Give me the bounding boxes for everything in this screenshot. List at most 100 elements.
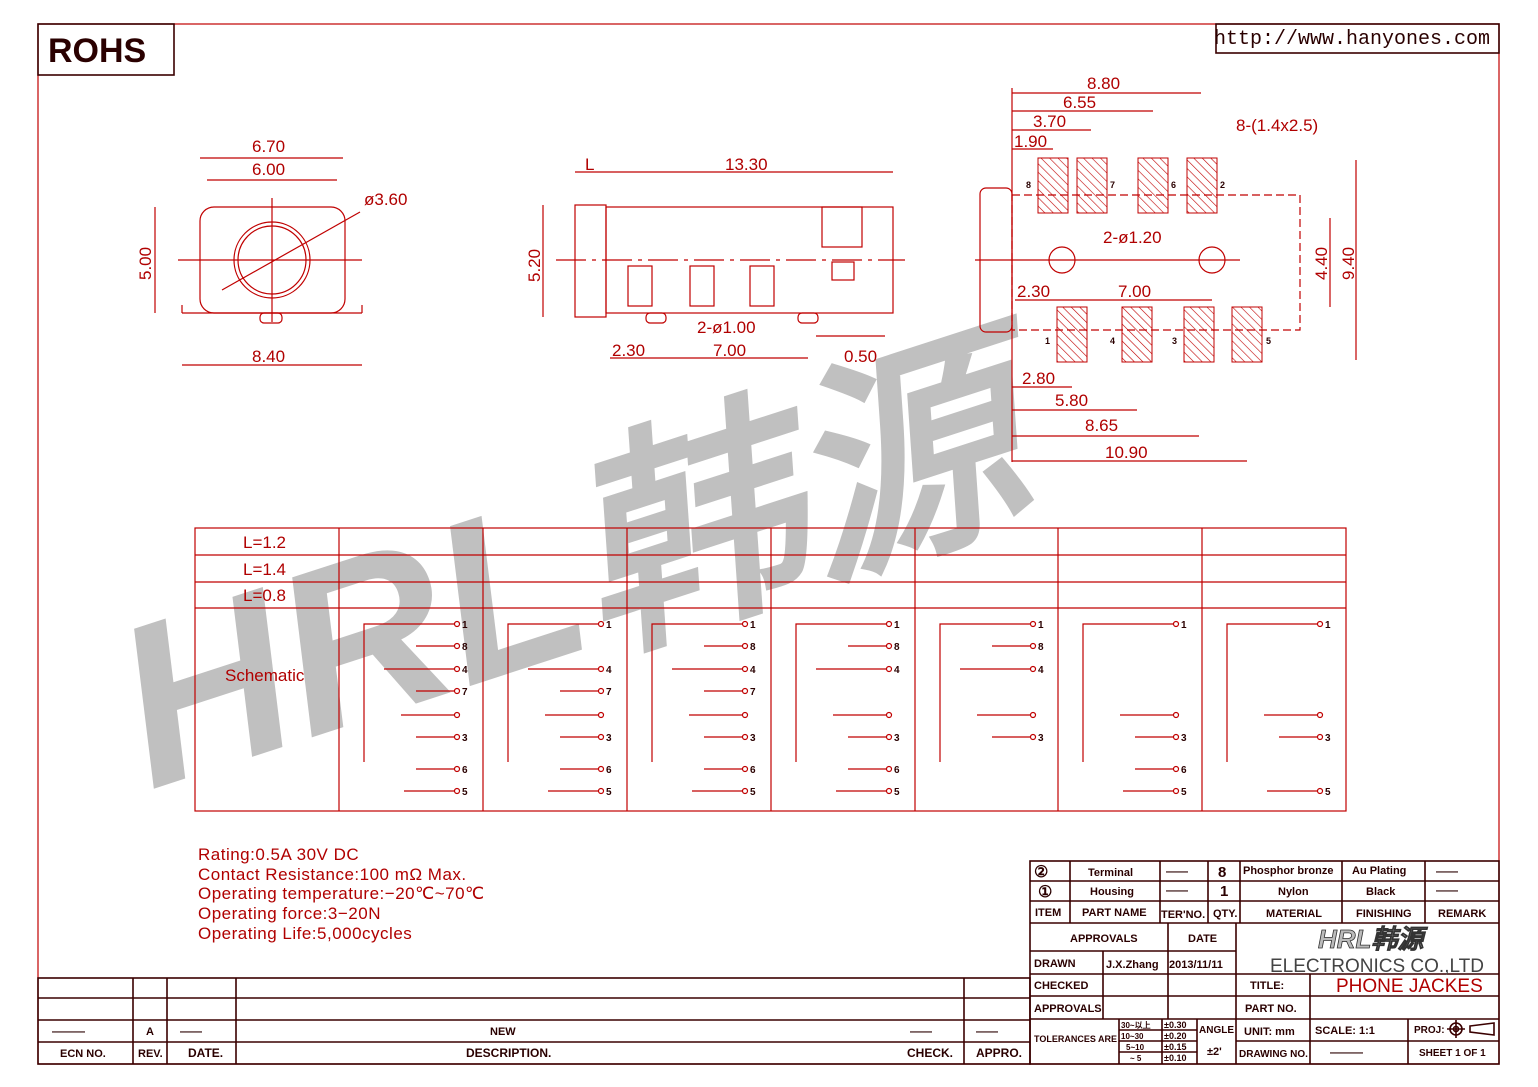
svg-text:Phosphor bronze: Phosphor bronze [1243, 865, 1333, 877]
smt-pad [1186, 157, 1218, 214]
svg-text:2013/11/11: 2013/11/11 [1169, 959, 1223, 971]
watermark-logo: HRL韩源 [86, 292, 1090, 837]
svg-text:2.30: 2.30 [612, 341, 645, 360]
pin-label: 4 [1038, 665, 1044, 676]
pin-label: 3 [750, 733, 756, 744]
svg-text:2-ø1.20: 2-ø1.20 [1103, 228, 1162, 247]
svg-text:2.30: 2.30 [1017, 282, 1050, 301]
svg-text:DATE.: DATE. [188, 1046, 223, 1060]
row-label: L=0.8 [243, 586, 286, 605]
svg-text:——: —— [976, 1026, 998, 1038]
smt-pad [1183, 306, 1215, 363]
svg-text:DRAWN: DRAWN [1034, 958, 1076, 970]
svg-text:DRAWING NO.: DRAWING NO. [1239, 1049, 1308, 1060]
svg-text:QTY.: QTY. [1213, 908, 1237, 920]
pin-label: 4 [750, 665, 756, 676]
svg-text:PART NO.: PART NO. [1245, 1003, 1297, 1015]
svg-text:8.80: 8.80 [1087, 74, 1120, 93]
pin-label: 4 [606, 665, 612, 676]
svg-text:±0.10: ±0.10 [1164, 1053, 1186, 1063]
pin-label: 5 [1325, 787, 1331, 798]
svg-text:Black: Black [1366, 886, 1396, 898]
note-line: Operating Life:5,000cycles [198, 923, 413, 943]
pin-label: 1 [1325, 620, 1331, 631]
svg-text:ELECTRONICS CO.,LTD: ELECTRONICS CO.,LTD [1270, 956, 1484, 977]
rohs-label: ROHS [48, 32, 146, 70]
pin-label: 6 [462, 765, 468, 776]
smt-pad [1231, 306, 1263, 363]
svg-text:±0.20: ±0.20 [1164, 1031, 1186, 1041]
pin-label: 1 [894, 620, 900, 631]
svg-text:APPROVALS: APPROVALS [1034, 1003, 1102, 1015]
pin-label: 6 [1181, 765, 1187, 776]
svg-text:30~以上: 30~以上 [1121, 1020, 1151, 1030]
pin-label: 6 [750, 765, 756, 776]
svg-text:5.80: 5.80 [1055, 391, 1088, 410]
pin-label: 1 [1038, 620, 1044, 631]
svg-text:4.40: 4.40 [1312, 247, 1331, 280]
svg-text:PHONE JACKES: PHONE JACKES [1336, 976, 1483, 997]
svg-text:2.80: 2.80 [1022, 369, 1055, 388]
svg-text:10~30: 10~30 [1121, 1032, 1144, 1041]
note-line: Rating:0.5A 30V DC [198, 845, 360, 864]
svg-text:8.40: 8.40 [252, 347, 285, 366]
svg-text:1.90: 1.90 [1014, 132, 1047, 151]
url-text: http://www.hanyones.com [1214, 28, 1490, 51]
svg-text:6.00: 6.00 [252, 160, 285, 179]
note-line: Operating temperature:−20℃~70℃ [198, 884, 485, 904]
svg-text:NEW: NEW [490, 1026, 516, 1038]
pin-number: 3 [1172, 336, 1177, 346]
svg-text:7.00: 7.00 [713, 341, 746, 360]
svg-text:——: —— [1436, 885, 1458, 897]
side-view: L 13.30 5.20 2-ø1.00 2.30 7.00 0.50 [525, 155, 905, 366]
pin-label: 8 [894, 642, 900, 653]
pin-label: 5 [606, 787, 612, 798]
note-line: Operating force:3−20N [198, 904, 381, 924]
pin-number: 8 [1026, 180, 1031, 190]
svg-text:0.50: 0.50 [844, 347, 877, 366]
svg-text:±0.15: ±0.15 [1164, 1042, 1186, 1052]
pin-label: 8 [462, 642, 468, 653]
svg-text:ITEM: ITEM [1035, 907, 1061, 919]
pin-label: 3 [462, 733, 468, 744]
pin-number: 2 [1220, 180, 1225, 190]
svg-text:TER'NO.: TER'NO. [1161, 909, 1205, 921]
svg-text:———: ——— [1330, 1047, 1363, 1059]
pin-number: 5 [1266, 336, 1271, 346]
svg-text:SCALE: 1:1: SCALE: 1:1 [1315, 1025, 1375, 1037]
svg-text:5.20: 5.20 [525, 249, 544, 282]
pin-label: 5 [894, 787, 900, 798]
svg-text:Au Plating: Au Plating [1352, 865, 1406, 877]
svg-text:5~10: 5~10 [1126, 1043, 1145, 1052]
svg-text:PART NAME: PART NAME [1082, 907, 1147, 919]
smt-pad [1121, 306, 1153, 363]
pin-label: 8 [1038, 642, 1044, 653]
schematic-diagram: 135 [1226, 620, 1331, 798]
pin-label: 3 [1181, 733, 1187, 744]
pin-label: 5 [750, 787, 756, 798]
svg-text:ø3.60: ø3.60 [364, 190, 407, 209]
svg-text:Housing: Housing [1090, 886, 1134, 898]
svg-text:3.70: 3.70 [1033, 112, 1066, 131]
svg-text:SHEET 1 OF 1: SHEET 1 OF 1 [1419, 1048, 1486, 1059]
svg-text:L: L [585, 155, 594, 174]
svg-text:A: A [146, 1026, 154, 1038]
svg-text:HRL韩源: HRL韩源 [86, 292, 1090, 837]
projection-symbol-icon [1447, 1020, 1495, 1038]
svg-text:8: 8 [1218, 864, 1226, 881]
svg-text:Nylon: Nylon [1278, 886, 1309, 898]
svg-text:——: —— [1436, 866, 1458, 878]
revision-block: ———A——NEW———— ECN NO.REV.DATE.DESCRIPTIO… [37, 977, 1031, 1065]
pin-number: 6 [1171, 180, 1176, 190]
svg-text:PROJ:: PROJ: [1414, 1025, 1445, 1036]
svg-text:DATE: DATE [1188, 933, 1217, 945]
pin-label: 1 [750, 620, 756, 631]
pin-label: 3 [1038, 733, 1044, 744]
svg-text:CHECKED: CHECKED [1034, 980, 1088, 992]
svg-text:8-(1.4x2.5): 8-(1.4x2.5) [1236, 116, 1318, 135]
svg-text:FINISHING: FINISHING [1356, 908, 1412, 920]
